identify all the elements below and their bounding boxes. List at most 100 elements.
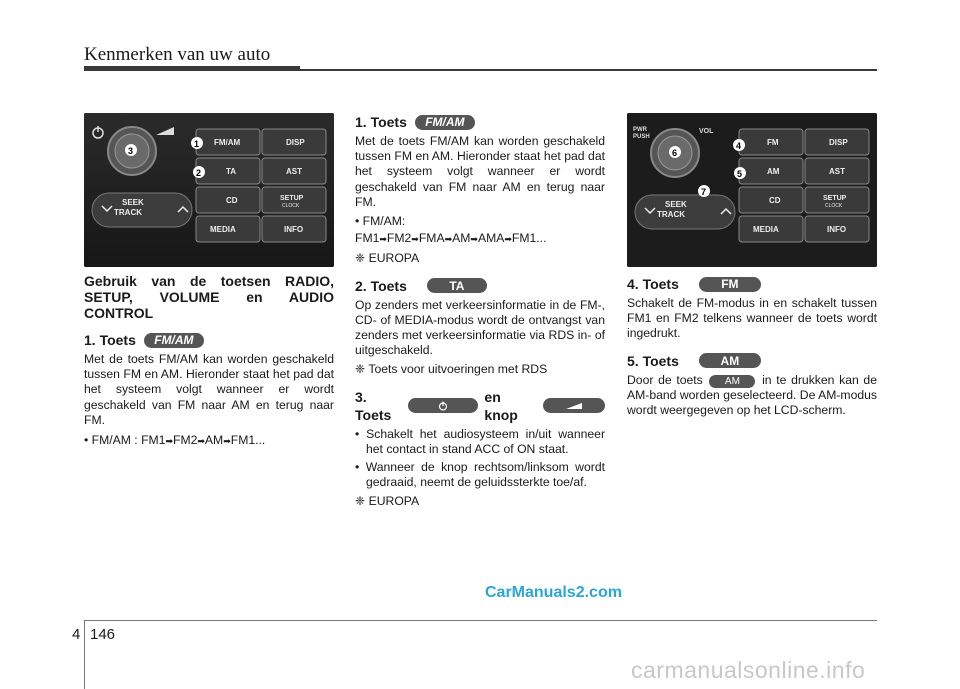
arrow-right-icon: ➡ [223, 436, 231, 447]
button-grid-1: FM/AM DISP TA AST CD SETUP CLOCK MEDIA I… [195, 128, 327, 243]
toets-1-body-eu: Met de toets FM/AM kan worden geschakeld… [355, 134, 605, 209]
footer-horizontal-rule [84, 620, 877, 621]
callout-3: 3 [125, 144, 137, 156]
arrow-right-icon: ➡ [470, 234, 478, 245]
column-3: PWR PUSH VOL SEEK TRACK FM DISP AM [627, 113, 877, 418]
toets-1-sequence: • FM/AM : FM1➡FM2➡AM➡FM1... [84, 433, 266, 448]
volume-badge [543, 398, 605, 414]
toets-2-body: Op zenders met verkeersinformatie in de … [355, 297, 605, 358]
audio-panel-svg-2: PWR PUSH VOL SEEK TRACK FM DISP AM [627, 113, 877, 267]
toets-5-heading: 5. Toets AM [627, 352, 877, 370]
arrow-right-icon: ➡ [504, 234, 512, 245]
clock-sub-label: CLOCK [825, 203, 843, 209]
svg-text:2: 2 [196, 168, 201, 178]
svg-text:4: 4 [736, 141, 741, 151]
track-label: TRACK [657, 210, 685, 219]
toets-1-heading: 1. Toets FM/AM [84, 331, 334, 349]
callout-6: 6 [669, 146, 681, 158]
toets-4-body: Schakelt de FM-modus in en schakelt tuss… [627, 296, 877, 341]
cd-button-label: CD [226, 196, 238, 205]
watermark-carmanuals2[interactable]: CarManuals2.com [485, 584, 622, 601]
toets-3-bullet-2: • Wanneer de knop rechtsom/linksom wordt… [355, 460, 605, 490]
power-icon [439, 401, 448, 411]
volume-icon [156, 127, 174, 135]
en-knop-label: en knop [484, 388, 518, 423]
fm-am-button-label: FM/AM [214, 138, 241, 147]
watermark-carmanualsonline[interactable]: carmanualsonline.info [631, 657, 866, 683]
toets-3-bullet-1: • Schakelt het audiosysteem in/uit wanne… [355, 426, 605, 456]
disp-button-label: DISP [286, 138, 305, 147]
ast-button-label: AST [829, 167, 845, 176]
footer-vertical-rule [84, 620, 85, 689]
info-button-label: INFO [827, 225, 846, 234]
callout-7: 7 [698, 185, 710, 197]
callout-5: 5 [734, 167, 746, 179]
chevron-up-icon [720, 207, 732, 215]
audio-panel-illustration-2: PWR PUSH VOL SEEK TRACK FM DISP AM [627, 113, 877, 267]
fm-am-badge-eu: FM/AM [414, 114, 475, 130]
arrow-right-icon: ➡ [379, 234, 387, 245]
seek-track-bar [634, 194, 736, 230]
europa-note-2: ❈ EUROPA [355, 494, 420, 509]
info-button-label: INFO [284, 225, 303, 234]
svg-text:6: 6 [672, 148, 677, 158]
svg-text:3: 3 [128, 146, 133, 156]
section-heading: Gebruik van de toetsen RADIO, SETUP, VOL… [84, 273, 334, 321]
am-badge: AM [698, 353, 761, 369]
audio-panel-illustration-1: SEEK TRACK FM/AM DISP TA AST CD SETUP [84, 113, 334, 267]
vol-label: VOL [699, 128, 714, 135]
toets-2-title: 2. Toets [355, 277, 407, 294]
page-header-title: Kenmerken van uw auto [84, 44, 271, 65]
chevron-up-icon [177, 205, 189, 213]
setup-button-label: SETUP [823, 195, 847, 202]
audio-panel-svg-1: SEEK TRACK FM/AM DISP TA AST CD SETUP [84, 113, 334, 267]
toets-3-title: 3. Toets [355, 388, 392, 423]
toets-1-body: Met de toets FM/AM kan worden geschakeld… [84, 352, 334, 427]
fm-button-label: FM [767, 138, 779, 147]
callout-1: 1 [191, 137, 203, 149]
cd-button-label: CD [769, 196, 781, 205]
seek-label: SEEK [122, 198, 144, 207]
toets-5-title: 5. Toets [627, 352, 679, 369]
am-inline-badge: AM [709, 374, 756, 388]
svg-text:7: 7 [701, 187, 706, 197]
toets-1-sequence-eu: FM1➡FM2➡FMA➡AM➡AMA➡FM1... [355, 231, 547, 246]
power-badge [408, 398, 479, 414]
pwr-label: PWR [633, 127, 648, 133]
volume-icon [566, 402, 583, 409]
toets-1-heading-eu: 1. Toets FM/AM [355, 113, 605, 131]
setup-button-label: SETUP [280, 195, 304, 202]
svg-text:5: 5 [737, 169, 742, 179]
seek-track-bar [91, 192, 193, 228]
seek-label: SEEK [665, 200, 687, 209]
am-button-label: AM [767, 167, 780, 176]
fm-am-bullet: • FM/AM: [355, 214, 406, 229]
header-rule-thick [84, 66, 300, 71]
power-icon [92, 126, 104, 139]
arrow-right-icon: ➡ [444, 234, 453, 245]
chevron-down-icon [644, 207, 656, 215]
toets-5-body: Door de toets AM in te drukken kan de AM… [627, 372, 877, 418]
svg-text:1: 1 [194, 139, 199, 149]
media-button-label: MEDIA [753, 225, 779, 234]
toets-4-title: 4. Toets [627, 276, 679, 292]
track-label: TRACK [114, 208, 142, 217]
rds-note: ❈ Toets voor uitvoeringen met RDS [355, 362, 548, 377]
chevron-down-icon [101, 205, 113, 213]
header-rule-thin [300, 69, 877, 71]
media-button-label: MEDIA [210, 225, 236, 234]
arrow-right-icon: ➡ [165, 436, 173, 447]
arrow-right-icon: ➡ [197, 436, 205, 447]
button-grid-2: FM DISP AM AST CD SETUP CLOCK MEDIA INFO [738, 128, 870, 243]
ast-button-label: AST [286, 167, 302, 176]
toets-1-title-eu: 1. Toets [355, 114, 407, 130]
page-number: 146 [90, 626, 116, 643]
column-2: 1. Toets FM/AM Met de toets FM/AM kan wo… [355, 113, 605, 510]
clock-sub-label: CLOCK [282, 203, 300, 209]
toets-4-heading: 4. Toets FM [627, 275, 877, 293]
push-label: PUSH [633, 134, 650, 140]
column-1: SEEK TRACK FM/AM DISP TA AST CD SETUP [84, 113, 334, 449]
ta-badge: TA [426, 278, 487, 294]
fm-am-badge: FM/AM [143, 332, 204, 348]
toets-1-title: 1. Toets [84, 332, 136, 348]
